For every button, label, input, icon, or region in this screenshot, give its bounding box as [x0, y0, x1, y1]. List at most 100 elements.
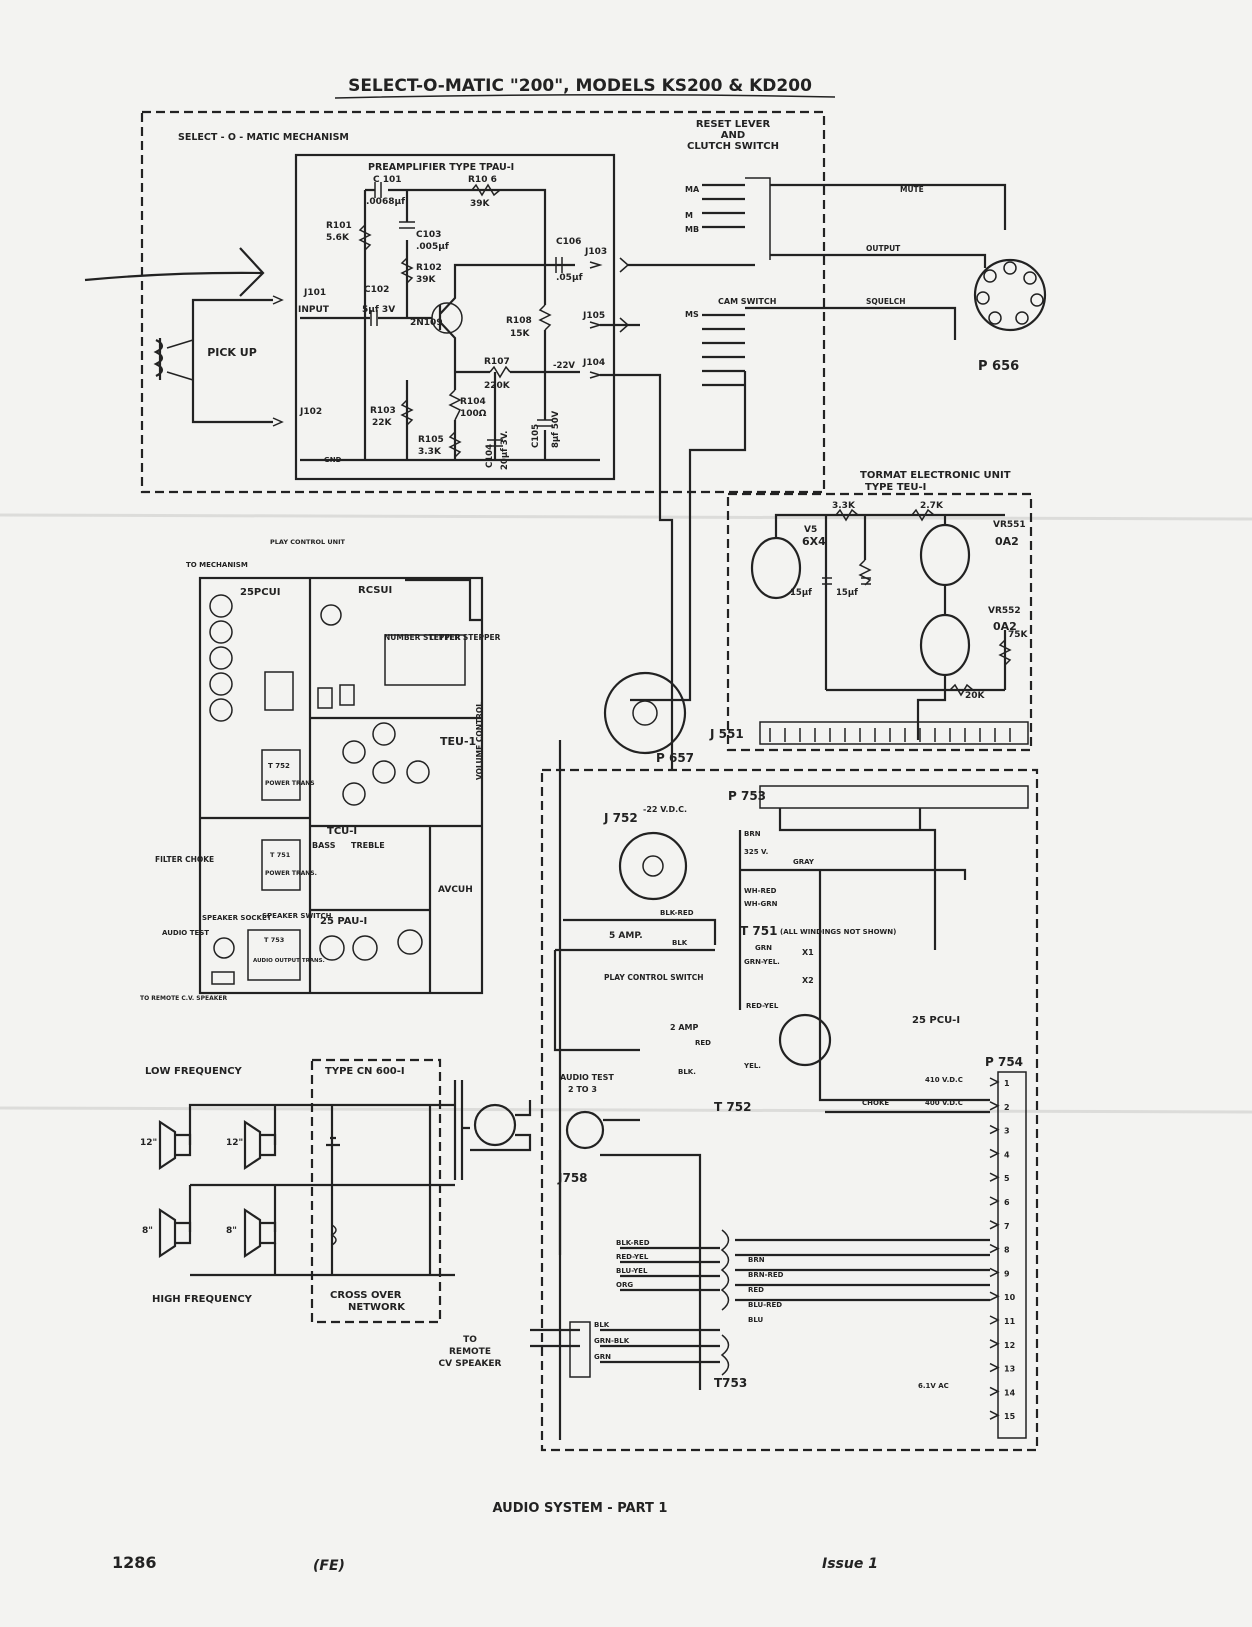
svg-text:YEL.: YEL.	[743, 1062, 761, 1070]
svg-text:R105: R105	[418, 435, 444, 445]
page-number: 1286	[112, 1553, 157, 1572]
svg-text:SPEAKER SWITCH: SPEAKER SWITCH	[262, 912, 332, 920]
svg-text:20K: 20K	[965, 691, 986, 701]
svg-text:POWER TRANS: POWER TRANS	[265, 780, 315, 787]
svg-text:2.7K: 2.7K	[920, 501, 944, 511]
svg-text:TEU-1: TEU-1	[440, 735, 476, 748]
p754-pin-label: 8	[1004, 1246, 1010, 1255]
svg-text:BLU-YEL: BLU-YEL	[616, 1267, 648, 1275]
p754-pin-label: 14	[1004, 1388, 1016, 1397]
svg-text:GRN: GRN	[755, 944, 772, 952]
mechanism-label: SELECT - O - MATIC MECHANISM	[178, 132, 349, 143]
svg-text:25PCUI: 25PCUI	[240, 587, 280, 598]
output-line	[628, 253, 987, 268]
svg-text:39K: 39K	[416, 275, 437, 285]
svg-text:C102: C102	[364, 285, 389, 295]
c103-capacitor	[399, 221, 415, 229]
svg-text:J101: J101	[303, 288, 326, 298]
svg-text:BLK: BLK	[594, 1321, 610, 1329]
vr552-tube	[919, 613, 971, 677]
svg-text:J758: J758	[557, 1171, 588, 1185]
svg-text:X2: X2	[802, 976, 814, 985]
svg-text:GND: GND	[324, 456, 342, 464]
tormat-box	[726, 492, 1033, 752]
svg-text:WH-GRN: WH-GRN	[744, 900, 778, 908]
remote-speaker-terminal	[569, 1321, 591, 1378]
svg-text:100Ω: 100Ω	[460, 409, 487, 419]
svg-text:C 101: C 101	[373, 175, 402, 185]
c104-capacitor	[487, 439, 503, 447]
svg-text:.005µf: .005µf	[416, 242, 449, 252]
svg-text:BLK.: BLK.	[678, 1068, 696, 1076]
svg-text:0A2: 0A2	[995, 535, 1019, 548]
svg-text:REMOTE: REMOTE	[449, 1347, 491, 1357]
svg-text:BLK-RED: BLK-RED	[616, 1239, 650, 1247]
svg-text:CHOKE: CHOKE	[862, 1099, 889, 1107]
svg-text:AND: AND	[721, 130, 745, 141]
c106-capacitor	[555, 257, 563, 273]
svg-text:VR552: VR552	[988, 606, 1021, 616]
svg-text:PLAY CONTROL SWITCH: PLAY CONTROL SWITCH	[604, 973, 704, 982]
svg-text:POWER TRANS.: POWER TRANS.	[265, 870, 317, 877]
squelch-line	[745, 306, 957, 340]
svg-text:TREBLE: TREBLE	[351, 841, 385, 850]
feedback-line	[365, 188, 547, 255]
svg-text:T 752: T 752	[714, 1100, 751, 1114]
svg-text:BRN-RED: BRN-RED	[748, 1271, 784, 1279]
svg-text:BASS: BASS	[312, 841, 336, 850]
svg-text:J 752: J 752	[603, 811, 638, 825]
p754-pin-label: 13	[1004, 1365, 1015, 1374]
rectifier-tube-socket	[778, 1013, 832, 1067]
svg-text:INPUT: INPUT	[298, 305, 330, 315]
svg-text:25 PCU-I: 25 PCU-I	[912, 1015, 960, 1026]
r103-resistor	[400, 399, 414, 426]
svg-text:P 657: P 657	[656, 751, 694, 765]
svg-text:CV SPEAKER: CV SPEAKER	[439, 1359, 502, 1369]
svg-text:WH-RED: WH-RED	[744, 887, 777, 895]
svg-text:BLK-RED: BLK-RED	[660, 909, 694, 917]
p754-pin-contact	[989, 1267, 1000, 1278]
p754-pin-label: 4	[1004, 1150, 1010, 1159]
svg-text:5.6K: 5.6K	[326, 233, 350, 243]
svg-text:T753: T753	[714, 1376, 747, 1390]
pickup-wires	[191, 298, 273, 424]
svg-text:MA: MA	[685, 185, 700, 194]
svg-text:TYPE CN 600-I: TYPE CN 600-I	[325, 1066, 405, 1077]
p754-pin-label: 15	[1004, 1412, 1016, 1421]
cam-switch-contacts	[702, 313, 745, 387]
svg-text:15µf: 15µf	[790, 588, 812, 598]
svg-text:RESET LEVER: RESET LEVER	[696, 119, 771, 130]
svg-text:GRN-YEL.: GRN-YEL.	[744, 958, 780, 966]
svg-text:PLAY CONTROL UNIT: PLAY CONTROL UNIT	[270, 538, 346, 546]
svg-text:R103: R103	[370, 406, 396, 416]
mech-to-p657-cable	[600, 373, 674, 770]
svg-text:T 751: T 751	[740, 924, 777, 938]
p656-label: P 656	[978, 359, 1019, 374]
svg-text:BLK: BLK	[672, 939, 688, 947]
svg-text:VR551: VR551	[993, 520, 1026, 530]
r106-resistor	[471, 183, 501, 197]
svg-text:15K: 15K	[510, 329, 531, 339]
r104-resistor	[448, 389, 462, 421]
svg-text:TO MECHANISM: TO MECHANISM	[186, 561, 248, 569]
svg-text:C103: C103	[416, 230, 441, 240]
c101-capacitor	[374, 182, 382, 198]
svg-text:OUTPUT: OUTPUT	[866, 244, 901, 253]
r102-resistor	[400, 257, 414, 284]
preamp-label: PREAMPLIFIER TYPE TPAU-I	[368, 162, 514, 173]
mute-line	[770, 183, 1007, 230]
p754-pin-contact	[989, 1077, 1000, 1087]
svg-text:TORMAT ELECTRONIC UNIT: TORMAT ELECTRONIC UNIT	[860, 470, 1011, 481]
p754-pin-label: 3	[1004, 1127, 1010, 1136]
svg-text:-22 V.D.C.: -22 V.D.C.	[643, 805, 687, 814]
speaker-12-b	[243, 1119, 277, 1171]
p754-pin-label: 11	[1004, 1317, 1016, 1326]
speaker-plug	[473, 1103, 517, 1147]
vr551-tube	[919, 523, 971, 587]
j752-socket	[618, 831, 688, 901]
svg-text:BLU: BLU	[748, 1316, 764, 1324]
p754-pin-label: 2	[1004, 1103, 1010, 1112]
svg-text:NETWORK: NETWORK	[348, 1302, 406, 1313]
svg-text:P 753: P 753	[728, 789, 766, 803]
